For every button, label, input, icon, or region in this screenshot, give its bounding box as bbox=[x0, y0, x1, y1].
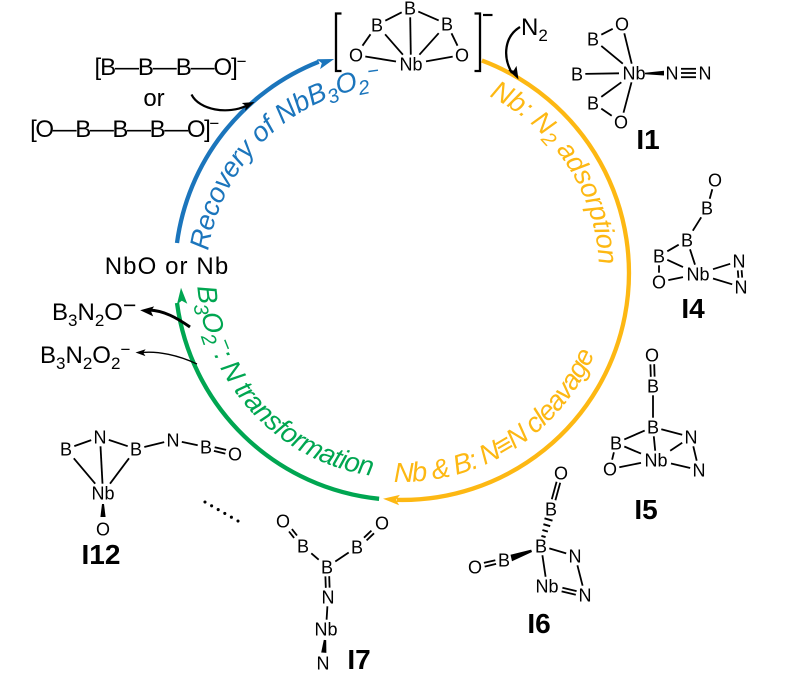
svg-text:B: B bbox=[587, 30, 599, 50]
svg-text:or: or bbox=[143, 85, 164, 112]
svg-text:B: B bbox=[60, 440, 72, 460]
svg-text:O: O bbox=[645, 346, 659, 366]
svg-text:O: O bbox=[554, 464, 568, 484]
svg-text:O: O bbox=[375, 514, 389, 534]
svg-text:I1: I1 bbox=[636, 124, 659, 155]
svg-text:NbO or Nb: NbO or Nb bbox=[105, 253, 230, 280]
svg-text:I12: I12 bbox=[82, 539, 121, 570]
svg-text:N: N bbox=[579, 586, 592, 606]
svg-text:O: O bbox=[468, 558, 482, 578]
svg-text:O: O bbox=[708, 171, 722, 191]
svg-text:B: B bbox=[571, 65, 583, 85]
svg-text:N: N bbox=[94, 428, 107, 448]
svg-text:B: B bbox=[647, 418, 659, 438]
svg-text:B3N2O−: B3N2O− bbox=[52, 292, 136, 330]
svg-text:I5: I5 bbox=[634, 494, 657, 525]
svg-text:I6: I6 bbox=[527, 608, 550, 639]
svg-text:N: N bbox=[733, 252, 746, 272]
svg-text:O: O bbox=[455, 46, 469, 66]
svg-text:B: B bbox=[653, 247, 665, 267]
svg-text:B: B bbox=[297, 537, 309, 557]
svg-text:B: B bbox=[130, 440, 142, 460]
svg-text:O: O bbox=[349, 46, 363, 66]
svg-text:B: B bbox=[647, 377, 659, 397]
svg-text:Nb: Nb bbox=[535, 577, 558, 597]
svg-text:[O—B—B—B—O]−: [O—B—B—B—O]− bbox=[30, 114, 219, 143]
svg-text:O: O bbox=[614, 113, 628, 133]
svg-text:O: O bbox=[276, 512, 290, 532]
svg-text:Nb: Nb bbox=[399, 55, 422, 75]
svg-text:Nb: Nb bbox=[622, 64, 645, 84]
svg-text:N: N bbox=[322, 588, 335, 608]
svg-text:N: N bbox=[685, 428, 698, 448]
svg-text:Nb: Nb bbox=[314, 620, 337, 640]
svg-text:B: B bbox=[371, 16, 383, 36]
svg-text:B: B bbox=[321, 558, 333, 578]
svg-text:Nb: Nb bbox=[91, 484, 114, 504]
svg-text:B: B bbox=[535, 537, 547, 557]
svg-text:O: O bbox=[228, 445, 242, 465]
svg-text:N: N bbox=[569, 547, 582, 567]
svg-text:B: B bbox=[610, 434, 622, 454]
svg-text:B: B bbox=[404, 0, 416, 19]
svg-text:N: N bbox=[167, 431, 180, 451]
svg-text:Nb: Nb bbox=[644, 451, 667, 471]
svg-text:N: N bbox=[735, 278, 748, 298]
svg-text:B: B bbox=[701, 199, 713, 219]
svg-text:I7: I7 bbox=[347, 644, 370, 675]
svg-text:N: N bbox=[693, 461, 706, 481]
svg-text:N: N bbox=[699, 64, 712, 84]
svg-text:B: B bbox=[545, 500, 557, 520]
svg-text:B: B bbox=[441, 15, 453, 35]
svg-text:I4: I4 bbox=[681, 293, 705, 324]
svg-text:[B—B—B—O]−: [B—B—B—O]− bbox=[95, 52, 247, 81]
svg-text:Nb: Nb bbox=[686, 265, 709, 285]
svg-text:O: O bbox=[603, 460, 617, 480]
svg-text:B: B bbox=[351, 538, 363, 558]
svg-text:B: B bbox=[200, 438, 212, 458]
svg-text:O: O bbox=[652, 273, 666, 293]
svg-text:B: B bbox=[498, 551, 510, 571]
svg-text:N: N bbox=[317, 654, 330, 674]
svg-text:B: B bbox=[587, 94, 599, 114]
svg-text:O: O bbox=[96, 520, 110, 540]
svg-text:N: N bbox=[666, 64, 679, 84]
svg-text:O: O bbox=[615, 15, 629, 35]
svg-text:B: B bbox=[681, 231, 693, 251]
